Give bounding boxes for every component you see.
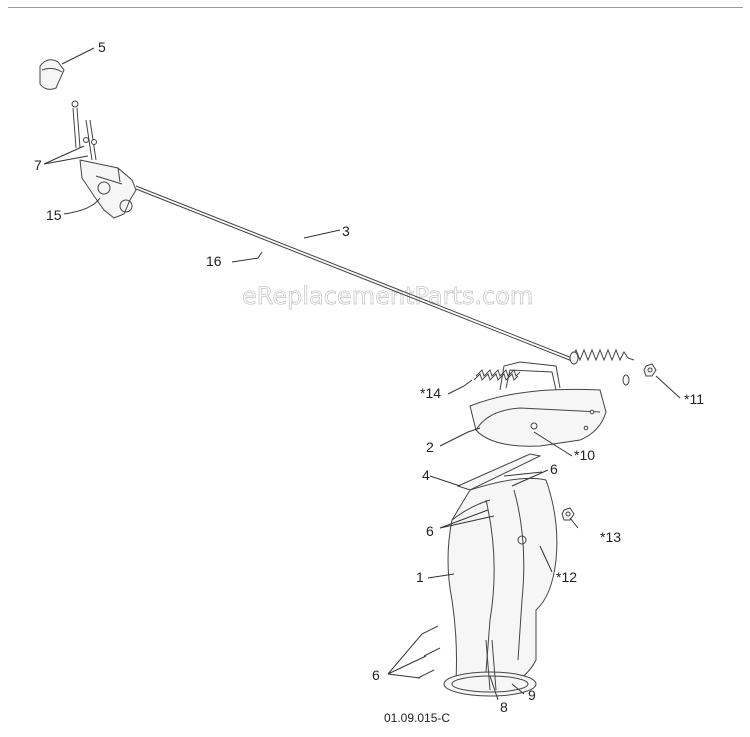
callout-14: *14	[420, 385, 441, 401]
callout-1: 1	[416, 569, 424, 585]
callout-6-upper: 6	[550, 461, 558, 477]
callout-6-lower: 6	[372, 667, 380, 683]
part-control-rod[interactable]	[71, 100, 97, 161]
callout-3: 3	[342, 223, 350, 239]
part-nut-13[interactable]	[561, 507, 575, 521]
callout-2: 2	[426, 439, 434, 455]
callout-7: 7	[34, 157, 42, 173]
callout-16: 16	[206, 253, 222, 269]
callout-13: *13	[600, 529, 621, 545]
part-bolts-6-lower[interactable]	[417, 625, 441, 679]
leader-lines	[43, 47, 681, 701]
watermark: eReplacementParts.com	[242, 282, 533, 310]
part-chute-body[interactable]	[447, 477, 558, 692]
callout-15: 15	[46, 207, 62, 223]
part-rod-spring[interactable]	[569, 348, 635, 386]
callout-11: *11	[684, 391, 704, 407]
header-rule	[8, 7, 743, 8]
callout-8: 8	[500, 699, 508, 715]
part-spring-14[interactable]	[473, 369, 521, 381]
part-chute-deflector[interactable]	[469, 361, 607, 447]
part-strap-8[interactable]	[485, 639, 497, 691]
part-control-bracket[interactable]	[79, 137, 137, 219]
callout-9: 9	[528, 687, 536, 703]
callout-12: *12	[556, 569, 577, 585]
part-nut-11[interactable]	[643, 363, 657, 377]
drawing-number: 01.09.015-C	[384, 711, 450, 725]
part-plate-4[interactable]	[456, 453, 542, 491]
callout-6-middle: 6	[426, 523, 434, 539]
part-knob[interactable]	[39, 59, 65, 90]
callout-4: 4	[422, 467, 430, 483]
part-chute-rod[interactable]	[135, 185, 573, 362]
callout-10: *10	[574, 447, 595, 463]
callout-5: 5	[98, 39, 106, 55]
